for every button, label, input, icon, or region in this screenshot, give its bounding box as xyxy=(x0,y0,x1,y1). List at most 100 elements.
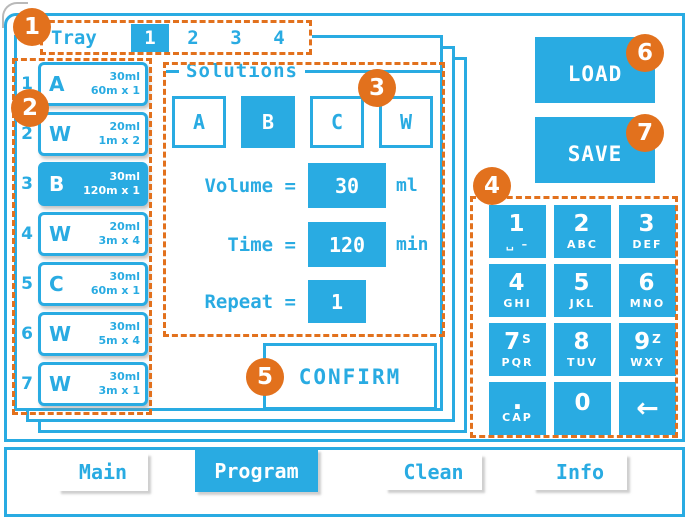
step-volume: 30ml xyxy=(109,320,140,334)
step-button-2[interactable]: W 20ml 1m x 2 xyxy=(38,112,148,156)
key-sub: PQR xyxy=(501,356,534,369)
key-sup: S xyxy=(522,332,531,346)
callout-badge-7: 7 xyxy=(626,114,664,152)
key-sup: Z xyxy=(652,332,661,346)
step-number: 3 xyxy=(21,174,33,194)
repeat-field: Repeat = 1 xyxy=(163,280,366,323)
key-main: 2 xyxy=(573,211,590,237)
step-letter: A xyxy=(49,72,65,96)
volume-value-input[interactable]: 30 xyxy=(308,163,386,208)
confirm-button[interactable]: CONFIRM xyxy=(263,343,437,410)
step-number: 1 xyxy=(21,74,33,94)
solution-option-b[interactable]: B xyxy=(241,96,295,148)
key-main: 8 xyxy=(573,329,590,355)
key-sub: WXY xyxy=(630,356,665,369)
step-button-5[interactable]: C 30ml 60m x 1 xyxy=(38,262,148,306)
solution-option-w[interactable]: W xyxy=(379,96,433,148)
step-volume: 30ml xyxy=(109,270,140,284)
volume-unit: ml xyxy=(396,175,418,196)
volume-field: Volume = 30 ml xyxy=(163,163,418,208)
keypad-key-5[interactable]: 5 JKL xyxy=(554,264,611,317)
step-row: 7 W 30ml 3m x 1 xyxy=(16,362,148,406)
keypad-key-backspace[interactable]: ← xyxy=(619,382,676,435)
keypad-key-dot-cap[interactable]: . CAP xyxy=(489,382,546,435)
nav-tab-clean[interactable]: Clean xyxy=(385,454,482,490)
repeat-label: Repeat = xyxy=(204,290,296,313)
step-number: 4 xyxy=(21,224,33,244)
step-letter: W xyxy=(49,322,72,346)
callout-badge-1: 1 xyxy=(13,8,51,46)
step-volume: 20ml xyxy=(109,120,140,134)
solutions-legend: Solutions xyxy=(166,60,440,82)
step-button-6[interactable]: W 30ml 5m x 4 xyxy=(38,312,148,356)
step-button-7[interactable]: W 30ml 3m x 1 xyxy=(38,362,148,406)
keypad-key-2[interactable]: 2 ABC xyxy=(554,205,611,258)
key-main: 1 xyxy=(508,211,525,237)
keypad-key-0[interactable]: 0 xyxy=(554,382,611,435)
nav-tab-main[interactable]: Main xyxy=(58,453,148,491)
key-sub: ABC xyxy=(567,238,598,251)
key-sub: CAP xyxy=(502,410,533,424)
volume-label: Volume = xyxy=(204,174,296,197)
step-row: 1 A 30ml 60m x 1 xyxy=(16,62,148,106)
step-info: 20ml 1m x 2 xyxy=(98,120,140,148)
key-sub: JKL xyxy=(569,297,596,310)
step-number: 6 xyxy=(21,324,33,344)
key-main: 9 xyxy=(634,329,651,355)
step-button-3[interactable]: B 30ml 120m x 1 xyxy=(38,162,148,206)
tray-tab-2[interactable]: 2 xyxy=(187,26,199,49)
step-cycle: 1m x 2 xyxy=(98,134,140,147)
step-letter: C xyxy=(49,272,64,296)
keypad-key-6[interactable]: 6 MNO xyxy=(619,264,676,317)
solution-option-a[interactable]: A xyxy=(172,96,226,148)
key-main: . xyxy=(512,386,523,417)
step-row: 4 W 20ml 3m x 4 xyxy=(16,212,148,256)
key-main: 0 xyxy=(574,390,591,416)
step-row: 5 C 30ml 60m x 1 xyxy=(16,262,148,306)
tray-tab-4[interactable]: 4 xyxy=(273,26,285,49)
tray-tab-3[interactable]: 3 xyxy=(230,26,242,49)
step-button-1[interactable]: A 30ml 60m x 1 xyxy=(38,62,148,106)
keypad-key-3[interactable]: 3 DEF xyxy=(619,205,676,258)
step-info: 30ml 3m x 1 xyxy=(98,370,140,398)
step-letter: W xyxy=(49,222,72,246)
key-sub: ␣ – xyxy=(505,238,530,251)
step-row: 2 W 20ml 1m x 2 xyxy=(16,112,148,156)
step-letter: W xyxy=(49,372,72,396)
step-info: 30ml 120m x 1 xyxy=(83,170,140,198)
step-cycle: 5m x 4 xyxy=(98,334,140,347)
step-number: 7 xyxy=(21,374,33,394)
callout-badge-4: 4 xyxy=(473,167,511,205)
callout-badge-6: 6 xyxy=(626,34,664,72)
step-cycle: 120m x 1 xyxy=(83,184,140,197)
time-unit: min xyxy=(396,234,429,255)
key-sub: TUV xyxy=(567,356,598,369)
step-cycle: 3m x 1 xyxy=(98,384,140,397)
time-field: Time = 120 min xyxy=(163,222,429,267)
backspace-icon: ← xyxy=(636,393,659,424)
legend-line-left xyxy=(166,69,179,73)
keypad-key-8[interactable]: 8 TUV xyxy=(554,323,611,376)
key-sub: DEF xyxy=(632,238,663,251)
key-main: 5 xyxy=(573,270,590,296)
step-volume: 20ml xyxy=(109,220,140,234)
key-sub: MNO xyxy=(629,297,666,310)
callout-badge-2: 2 xyxy=(11,89,49,127)
key-sub: GHI xyxy=(503,297,532,310)
keypad-key-4[interactable]: 4 GHI xyxy=(489,264,546,317)
time-value-input[interactable]: 120 xyxy=(308,222,386,267)
step-button-4[interactable]: W 20ml 3m x 4 xyxy=(38,212,148,256)
tray-tab-1[interactable]: 1 xyxy=(131,23,169,52)
keypad-key-1[interactable]: 1 ␣ – xyxy=(489,205,546,258)
solution-option-c[interactable]: C xyxy=(310,96,364,148)
callout-badge-3: 3 xyxy=(358,69,396,107)
nav-tab-program[interactable]: Program xyxy=(195,449,318,492)
solution-options: A B C W xyxy=(172,96,433,148)
step-letter: B xyxy=(49,172,65,196)
nav-tab-info[interactable]: Info xyxy=(533,454,627,490)
tray-label: Tray xyxy=(51,26,97,49)
repeat-value-input[interactable]: 1 xyxy=(308,280,366,323)
step-volume: 30ml xyxy=(109,370,140,384)
